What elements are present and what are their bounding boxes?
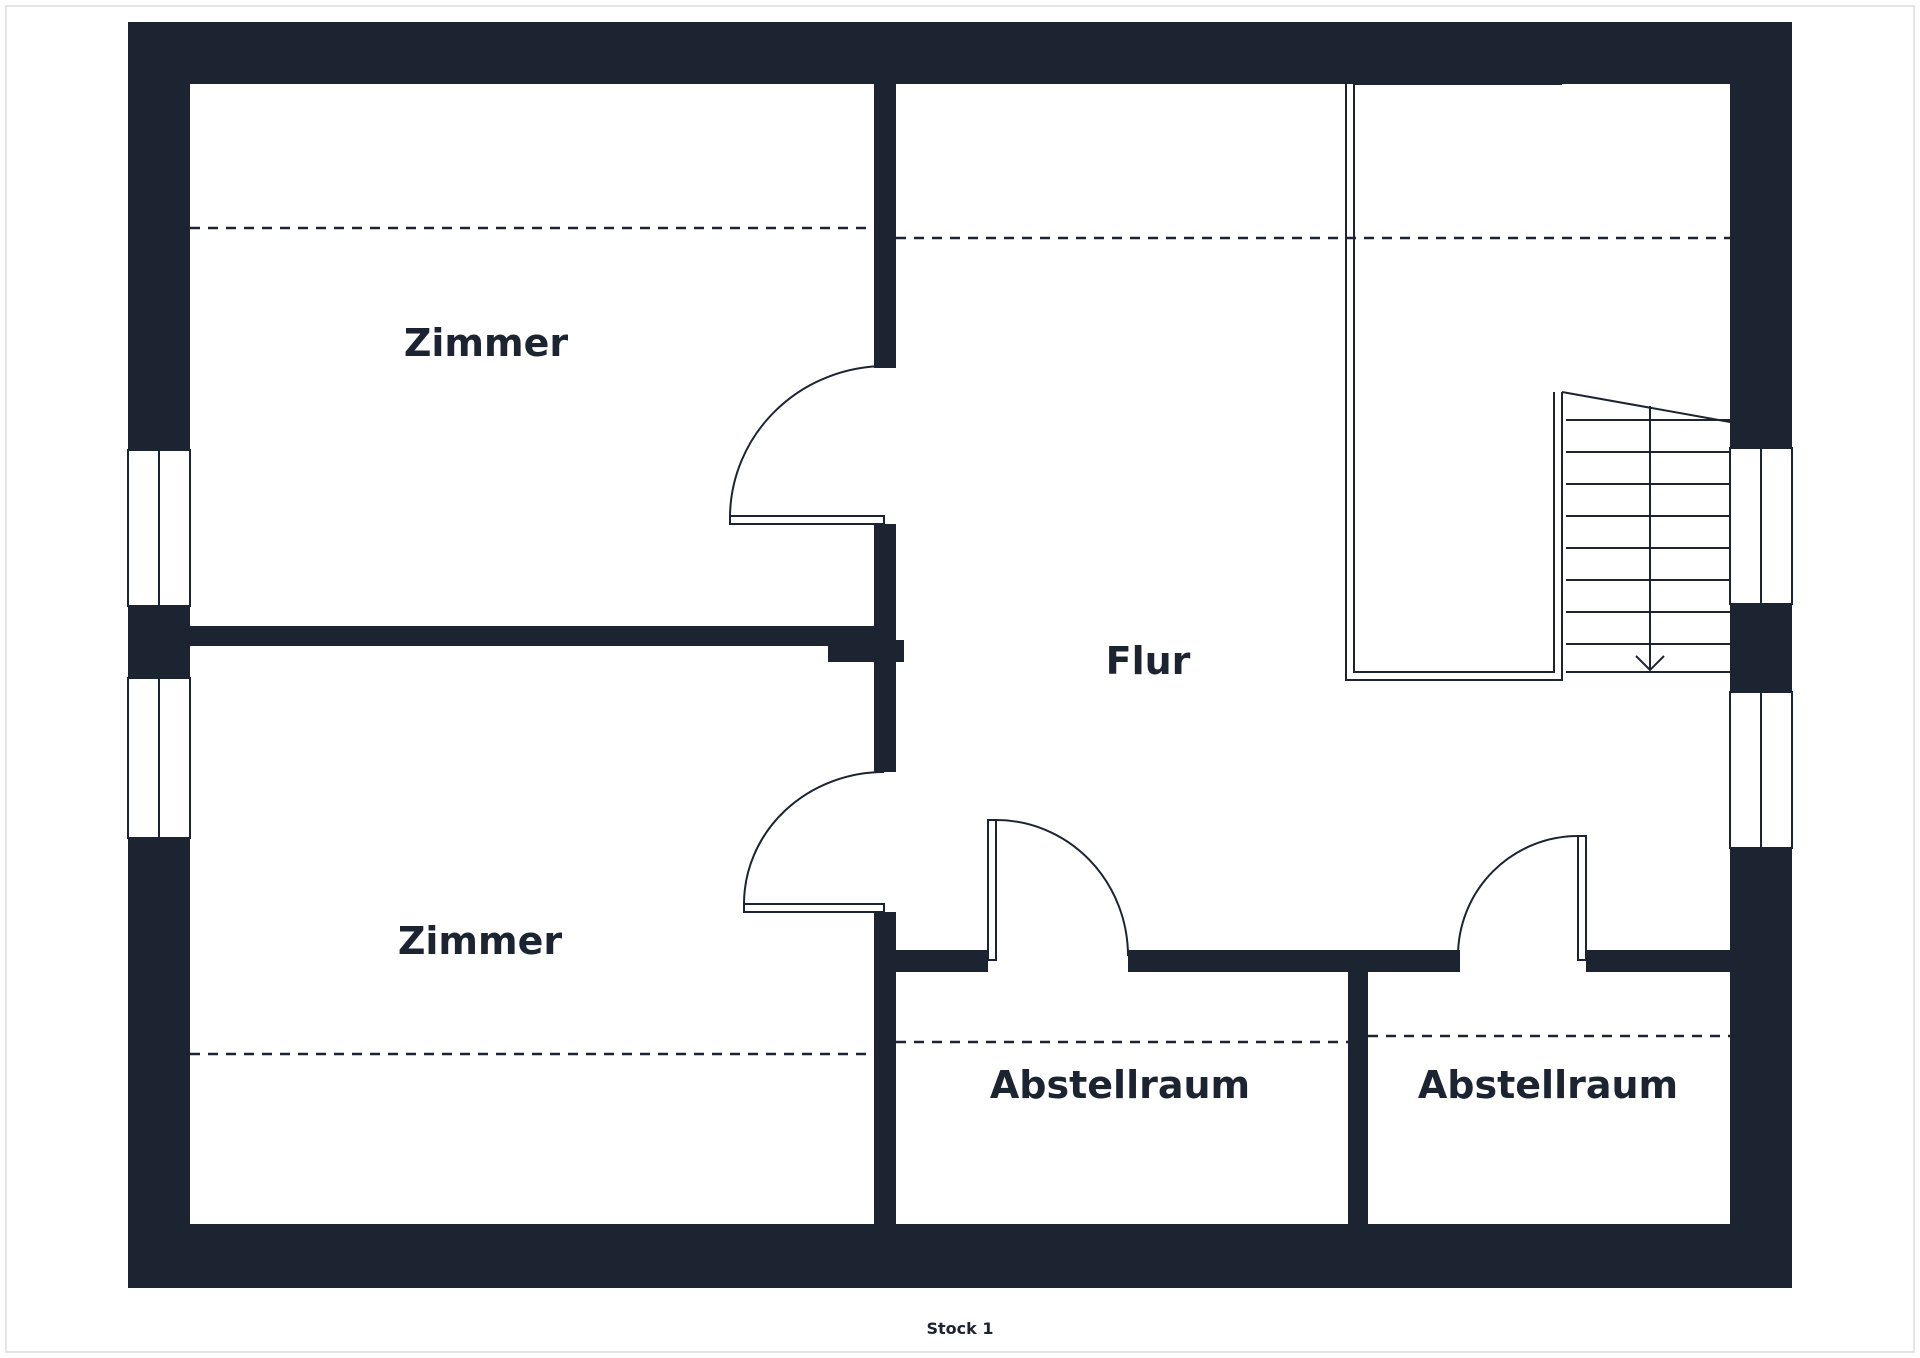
window-right-upper xyxy=(1729,447,1793,605)
interior-walls xyxy=(190,84,1730,1224)
label-storage-right: Abstellraum xyxy=(1418,1063,1678,1107)
wall-right xyxy=(1730,22,1792,1288)
label-hallway: Flur xyxy=(1106,639,1191,683)
windows xyxy=(127,447,1793,849)
wall-top xyxy=(128,22,1792,84)
wall-between-rooms xyxy=(190,626,874,646)
wall-storage-3 xyxy=(1586,950,1730,972)
door-storage-right xyxy=(1457,835,1587,961)
label-room-top-left: Zimmer xyxy=(404,321,569,365)
wall-storage-2 xyxy=(1128,950,1460,972)
staircase xyxy=(1561,391,1731,673)
page-border xyxy=(5,5,1915,1353)
wall-stub xyxy=(828,640,904,662)
door-zimmer-top xyxy=(729,365,887,525)
wall-storage-1 xyxy=(896,950,988,972)
label-room-bottom-left: Zimmer xyxy=(398,919,563,963)
stair-arrow-icon xyxy=(1635,655,1665,672)
wall-storage-divider xyxy=(1348,972,1368,1224)
wall-mid-vertical-3 xyxy=(874,912,896,1224)
floor-caption: Stock 1 xyxy=(927,1319,994,1338)
outer-walls xyxy=(128,22,1792,1288)
label-storage-left: Abstellraum xyxy=(990,1063,1250,1107)
wall-bottom xyxy=(128,1224,1792,1288)
window-right-lower xyxy=(1729,691,1793,849)
doors xyxy=(729,365,1587,961)
wall-mid-vertical-1 xyxy=(874,84,896,368)
door-zimmer-bottom xyxy=(743,771,885,913)
roof-slope-lines xyxy=(190,226,1730,1056)
stair-opening xyxy=(1345,83,1563,681)
window-left-lower xyxy=(127,677,191,839)
door-storage-left xyxy=(987,819,1129,961)
wall-left xyxy=(128,22,190,1288)
window-left-upper xyxy=(127,449,191,607)
